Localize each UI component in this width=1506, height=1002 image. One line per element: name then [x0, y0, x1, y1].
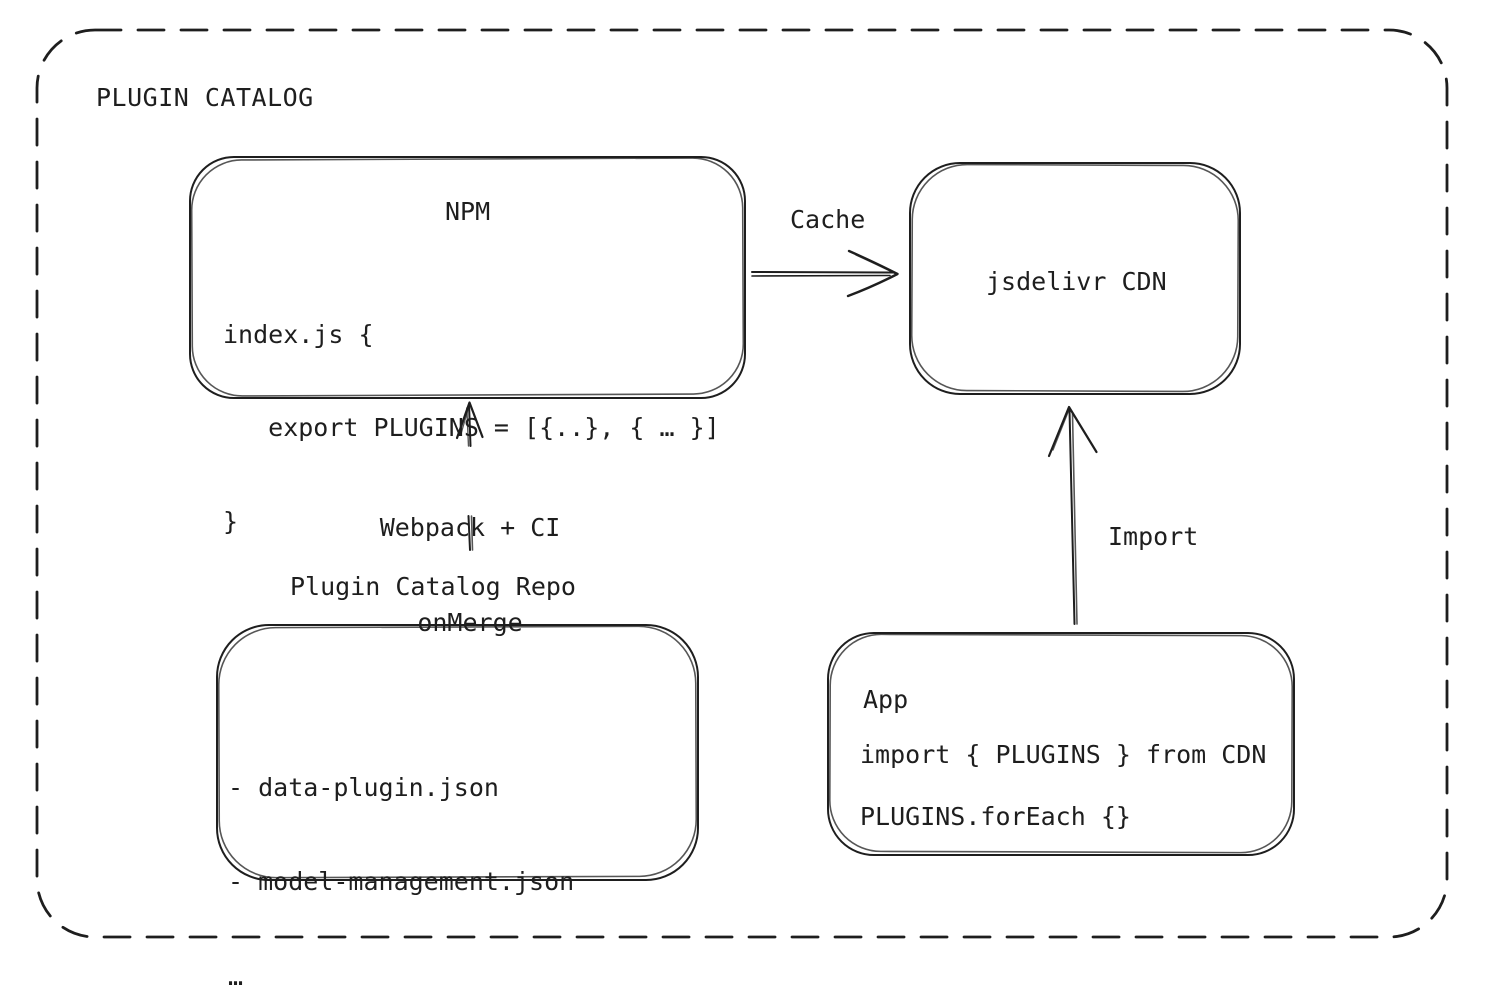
import-arrow [1047, 405, 1098, 625]
plugin-catalog-title: PLUGIN CATALOG [96, 83, 314, 112]
cdn-label: jsdelivr CDN [986, 267, 1167, 296]
npm-code-line: } [223, 506, 239, 536]
npm-box [189, 156, 746, 399]
repo-box [216, 624, 699, 881]
repo-label: Plugin Catalog Repo [290, 572, 576, 601]
npm-code-line: index.js { [223, 319, 374, 349]
npm-code-line: export PLUGINS = [{..}, { … }] [223, 413, 720, 442]
app-code-line: import { PLUGINS } from CDN [860, 740, 1267, 769]
app-code-line: PLUGINS.forEach {} [860, 802, 1131, 831]
import-arrow-label: Import [1108, 522, 1199, 551]
app-title: App [863, 685, 909, 714]
repo-file-list: - data-plugin.json - model-management.js… [228, 709, 574, 1002]
cdn-box [909, 162, 1241, 395]
cache-arrow-label: Cache [790, 205, 866, 234]
build-arrow-label-line: Webpack + CI [379, 512, 561, 542]
app-box [827, 632, 1295, 856]
repo-file-item: … [228, 961, 244, 991]
npm-code-block: index.js { export PLUGINS = [{..}, { … }… [223, 256, 720, 599]
cache-arrow [751, 249, 899, 298]
repo-file-item: - model-management.json [228, 867, 575, 896]
build-arrow [455, 401, 484, 551]
repo-file-item: - data-plugin.json [228, 772, 499, 802]
plugin-catalog-frame [35, 28, 1449, 939]
build-arrow-label: Webpack + CI onMerge [378, 449, 562, 703]
build-arrow-label-line: onMerge [417, 608, 523, 637]
npm-title: NPM [445, 197, 491, 226]
